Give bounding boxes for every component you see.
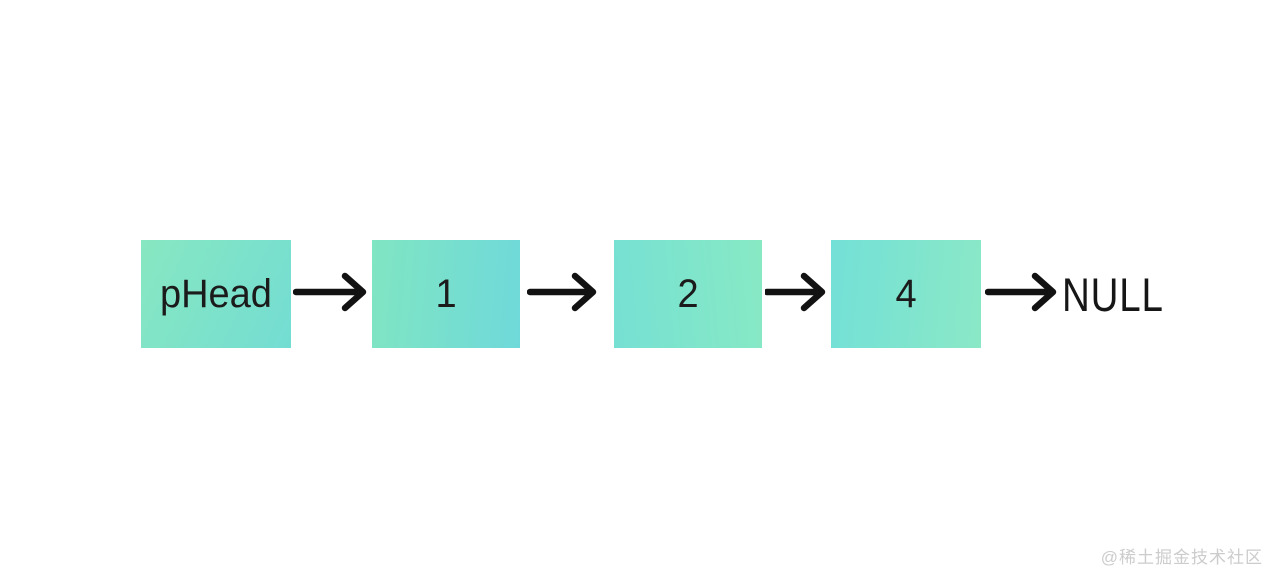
node-label: pHead [160, 272, 272, 316]
arrow-right-icon [985, 270, 1058, 314]
node-label: 2 [677, 272, 699, 316]
list-node-4: 4 [831, 240, 981, 348]
arrow-right-icon [765, 270, 827, 314]
list-node-2: 2 [614, 240, 762, 348]
node-label: 1 [435, 272, 457, 316]
list-node-phead: pHead [141, 240, 291, 348]
node-label: 4 [895, 272, 917, 316]
list-node-1: 1 [372, 240, 520, 348]
watermark: @稀土掘金技术社区 [1100, 548, 1263, 567]
arrow-right-icon [527, 270, 598, 314]
arrow-right-icon [293, 270, 368, 314]
null-label: NULL [1062, 267, 1164, 321]
